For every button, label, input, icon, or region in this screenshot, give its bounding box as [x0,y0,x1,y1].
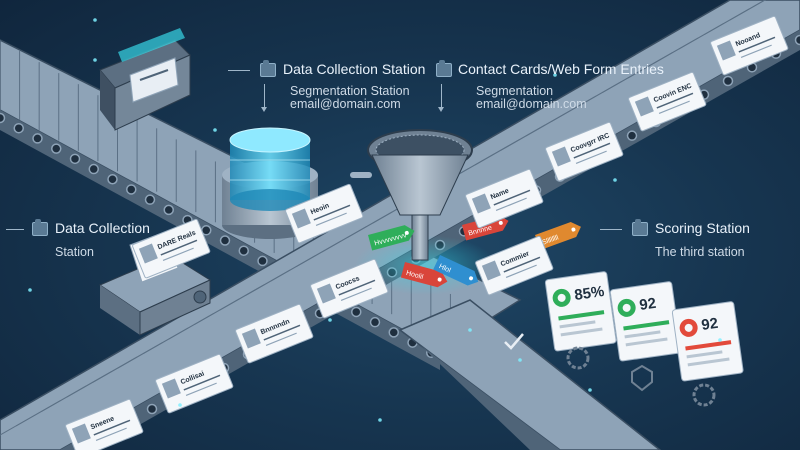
roller [51,143,62,154]
contact-card: Collisai [155,353,234,414]
right-sub: The third station [655,245,745,259]
contact-card: Coocss [310,258,389,319]
contact-card: Heoin [285,183,364,244]
connector-line [600,229,622,230]
roller [146,403,158,415]
contact-card: Name [465,168,544,229]
avatar [471,193,491,214]
top-right-sub2: email@domain.com [476,97,587,111]
avatar [316,283,336,304]
tag-label: Hoolil [400,262,448,288]
tag-label: Bnnnne [462,215,509,241]
folder-icon [632,219,648,236]
roller [351,306,362,318]
roller [163,204,174,216]
contact-card: Sneene [65,398,144,450]
folder-icon [32,219,48,236]
gear-icon-2 [692,383,716,407]
roller [0,112,6,124]
roller [107,174,118,185]
roller [794,34,800,46]
tag-label: Hlol [433,255,479,286]
roller [388,327,399,338]
roller [69,153,81,165]
avatar [71,423,91,444]
score-card: 85% [544,271,617,352]
contact-card: Coovin ENC [628,71,707,132]
score-value: 92 [638,295,657,314]
check-icon [504,333,524,350]
left-title: Data Collection [55,220,150,236]
roller [722,75,734,87]
avatar [551,146,571,167]
arrow-down-icon [438,84,444,112]
roller [257,255,268,267]
connector-line [6,229,24,230]
contact-card: Bnnnndn [235,303,314,364]
conveyor-belt-c [398,299,662,450]
score-card: 92 [609,281,682,362]
connector-line [228,70,250,71]
tag-text: Hlol [438,263,452,275]
shield-icon [631,364,653,392]
contact-card: Nooand [710,15,789,76]
scanner-icon [99,28,191,131]
right-title: Scoring Station [655,220,750,236]
arrow-down-icon [261,84,267,112]
gear-icon [566,346,590,370]
roller [626,130,638,141]
roller [238,245,249,256]
roller [369,316,381,328]
contact-card: Coovgrr IRC [545,121,624,182]
roller [13,122,24,134]
sparkles [28,18,722,422]
roller [219,235,231,246]
roller [144,194,156,205]
avatar [716,40,736,61]
top-left-sub1: Segmentation Station [290,84,410,98]
top-right-sub1: Segmentation [476,84,554,98]
contact-card: Commier [475,235,554,296]
left-sub: Station [55,245,94,259]
score-card: 92 [671,301,744,382]
avatar [291,208,311,229]
roller [32,133,43,144]
tag-text: Hoolil [405,270,424,281]
score-value: 92 [700,315,719,334]
avatar [138,243,158,264]
top-left-title: Data Collection Station [283,61,426,77]
avatar [481,260,501,281]
folder-icon [260,60,276,77]
folder-icon [436,60,452,77]
funnel-sieve-icon [350,129,473,261]
top-left-sub2: email@domain.com [290,97,401,111]
roller [126,184,137,195]
avatar [161,378,181,399]
avatar [241,328,261,349]
contact-card: DARE Reals [132,218,211,279]
tag-label: Sllllllll [535,222,581,251]
avatar [634,96,654,117]
top-right-title: Contact Cards/Web Form Entries [458,61,664,77]
roller [88,163,99,175]
score-value: 85% [573,283,605,304]
